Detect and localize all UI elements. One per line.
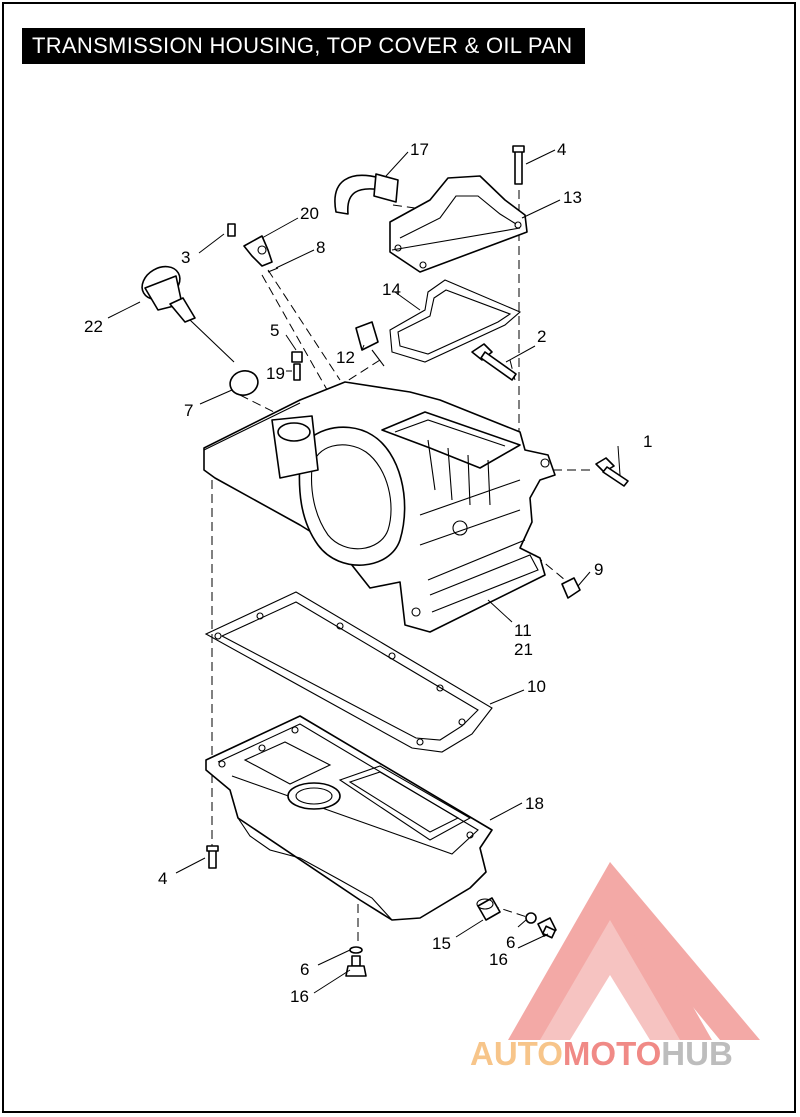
callout-21: 21 — [514, 640, 533, 659]
callout-11: 11 — [514, 621, 532, 640]
part-16-drain-plug-bottom — [345, 955, 367, 977]
callout-6-right: 6 — [506, 933, 515, 952]
automotohub-logo — [508, 862, 760, 1040]
callout-1: 1 — [643, 432, 652, 451]
callout-17: 17 — [410, 140, 429, 159]
callout-12: 12 — [336, 348, 355, 367]
part-6-oring-bottom — [349, 946, 363, 954]
part-13-top-cover — [389, 175, 528, 273]
callout-15: 15 — [432, 934, 451, 953]
callout-14: 14 — [382, 280, 401, 299]
callout-10: 10 — [527, 677, 546, 696]
callout-2: 2 — [537, 327, 546, 346]
part-7-oring — [229, 370, 259, 396]
part-20-sensor — [243, 235, 273, 267]
part-17-breather-hose — [334, 173, 399, 215]
callout-7: 7 — [184, 401, 193, 420]
leader-lines — [107, 149, 621, 994]
part-12-switch — [355, 321, 385, 367]
part-6-oring-right — [525, 912, 537, 924]
callout-6-bottom: 6 — [300, 960, 309, 979]
watermark-hub: HUB — [661, 1035, 733, 1072]
callout-18: 18 — [525, 794, 544, 813]
part-11-transmission-housing — [203, 381, 556, 633]
part-4-bolt-bottom — [206, 845, 219, 869]
callout-5: 5 — [270, 321, 279, 340]
part-3-screw — [227, 223, 236, 237]
callout-13: 13 — [563, 188, 582, 207]
part-22-dipstick — [141, 265, 235, 363]
callout-4-top: 4 — [557, 140, 566, 159]
part-9-bushing — [561, 577, 581, 599]
callout-16-right: 16 — [489, 950, 508, 969]
title-bar: TRANSMISSION HOUSING, TOP COVER & OIL PA… — [22, 28, 585, 64]
watermark-text: AUTOMOTOHUB — [470, 1035, 733, 1072]
part-10-oil-pan-gasket — [204, 591, 493, 753]
callout-19: 19 — [266, 364, 285, 383]
callout-8: 8 — [316, 238, 325, 257]
part-15-plug — [476, 897, 501, 921]
callout-3: 3 — [181, 248, 190, 267]
part-18-oil-pan — [205, 715, 493, 921]
callout-22: 22 — [84, 317, 103, 336]
part-1-bolt — [595, 457, 629, 487]
callout-9: 9 — [594, 560, 603, 579]
part-2-bolt — [471, 343, 517, 381]
callout-16-bottom: 16 — [290, 987, 309, 1006]
part-14-cover-gasket — [389, 279, 522, 363]
watermark-moto: MOTO — [563, 1035, 661, 1072]
watermark-auto: AUTO — [470, 1035, 563, 1072]
part-19-fitting — [293, 363, 301, 381]
part-5-plug — [291, 351, 303, 363]
callout-20: 20 — [300, 204, 319, 223]
page-title: TRANSMISSION HOUSING, TOP COVER & OIL PA… — [32, 33, 573, 58]
part-8-oring — [267, 267, 279, 273]
part-4-bolt-top — [512, 145, 525, 185]
callout-4-bottom: 4 — [158, 869, 167, 888]
